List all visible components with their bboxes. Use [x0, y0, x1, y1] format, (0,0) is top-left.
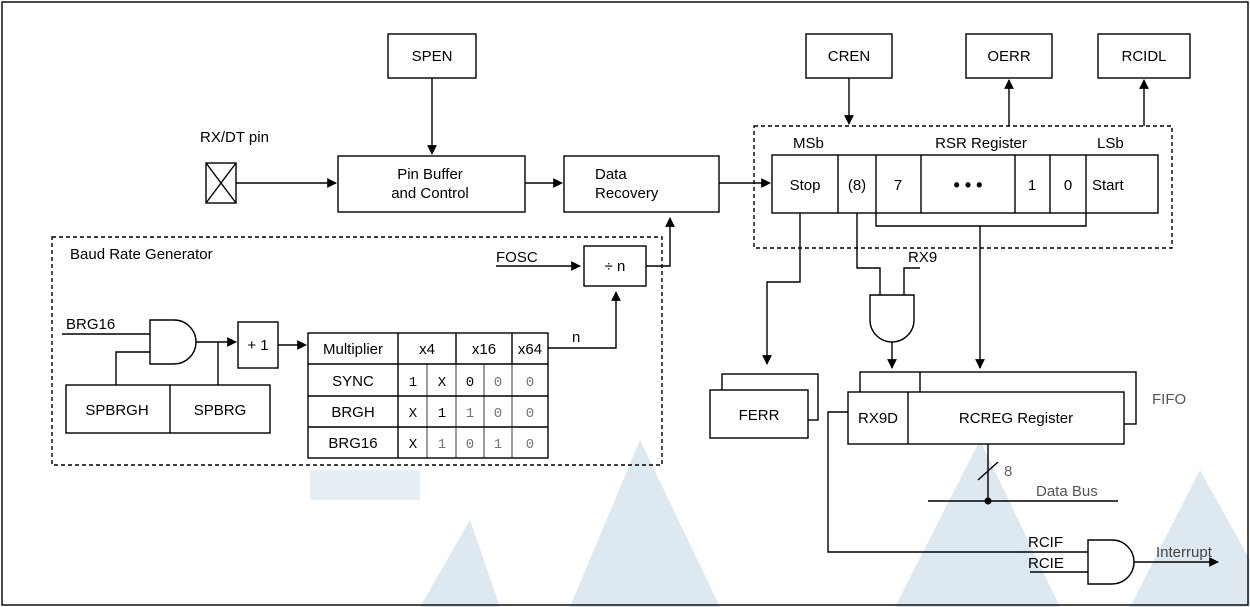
table-row-name-sync: SYNC: [332, 373, 374, 390]
rcreg-register: [847, 391, 1125, 445]
rsr-cell-start: Start: [1092, 177, 1125, 194]
table-cell: 1: [409, 375, 417, 391]
baud-rate-generator-title: Baud Rate Generator: [70, 246, 213, 263]
table-cell: X: [409, 437, 418, 453]
stop-to-ferr-arrow: [762, 213, 801, 365]
rsr-cell-ellipsis: • • •: [954, 175, 983, 195]
ferr-label: FERR: [739, 407, 780, 424]
spbrg-register: [65, 384, 271, 434]
rcif-line: [827, 411, 1088, 553]
table-cell: 1: [494, 437, 502, 453]
table-row-name-brg16: BRG16: [328, 435, 377, 452]
oerr-box: [965, 33, 1053, 79]
divider-box: [583, 245, 647, 287]
table-cell: 1: [438, 437, 446, 453]
rsr-cell-0: 0: [1064, 177, 1072, 194]
pin-buffer-line1: Pin Buffer: [397, 166, 463, 183]
table-row-name-brgh: BRGH: [331, 404, 374, 421]
rsr-lsb-label: LSb: [1097, 135, 1124, 152]
table-header-x64: x64: [518, 341, 542, 358]
rsr-register: [771, 154, 1159, 214]
rx9-label: RX9: [908, 249, 937, 266]
divider-label: ÷ n: [605, 258, 626, 275]
data-recovery-box: [563, 155, 720, 213]
rsr-cell-8: (8): [848, 177, 866, 194]
ferr-box: [709, 389, 809, 439]
fifo-label: FIFO: [1152, 391, 1186, 408]
n-label: n: [572, 329, 580, 346]
table-header-multiplier: Multiplier: [323, 341, 383, 358]
multiplier-table: Multiplier x4 x16 x64 SYNC 1 X 0 0 0 BRG…: [307, 332, 549, 459]
pin-buffer-line2: and Control: [391, 185, 469, 202]
rcidl-box: [1097, 33, 1191, 79]
rsr-cell-stop: Stop: [790, 177, 821, 194]
bus-width-label: 8: [1004, 463, 1012, 480]
table-cell: X: [409, 406, 418, 422]
table-cell: 0: [494, 406, 502, 422]
table-cell: 1: [466, 406, 474, 422]
rsr-msb-label: MSb: [793, 135, 824, 152]
divider-to-recovery-arrow: [646, 217, 675, 267]
table-cell: 0: [526, 406, 534, 422]
rcie-label: RCIE: [1028, 555, 1064, 572]
table-cell: 0: [466, 437, 474, 453]
rx9d-label: RX9D: [858, 410, 898, 427]
baud-rate-generator-boundary: [51, 236, 663, 466]
bus-width-slash: [977, 461, 999, 481]
rcreg-label: RCREG Register: [959, 410, 1073, 427]
rcidl-label: RCIDL: [1121, 48, 1166, 65]
oerr-label: OERR: [987, 48, 1031, 65]
plus-one-label: + 1: [247, 337, 268, 354]
interrupt-and-gate: [1087, 539, 1135, 585]
table-cell: 0: [526, 375, 534, 391]
pin-buffer-box: [337, 155, 526, 213]
table-cell: 0: [466, 375, 474, 391]
rx-dt-pin-label: RX/DT pin: [200, 129, 269, 146]
data-recovery-line2: Recovery: [595, 185, 659, 202]
interrupt-label: Interrupt: [1156, 544, 1213, 561]
watermark-logo: [310, 440, 1250, 607]
table-cell: 0: [494, 375, 502, 391]
brg16-input-label: BRG16: [66, 316, 115, 333]
data-recovery-line1: Data: [595, 166, 627, 183]
rcif-label: RCIF: [1028, 534, 1063, 551]
brg16-and-gate: [149, 319, 197, 365]
spbrg-label: SPBRG: [194, 402, 247, 419]
rx9-and-gate: [869, 294, 915, 343]
data-bus-label: Data Bus: [1036, 483, 1098, 500]
table-cell: 0: [526, 437, 534, 453]
rsr-title: RSR Register: [935, 135, 1027, 152]
table-header-x16: x16: [472, 341, 496, 358]
table-header-x4: x4: [419, 341, 435, 358]
fosc-label: FOSC: [496, 249, 538, 266]
rsr-cell-1: 1: [1028, 177, 1036, 194]
rsr-cell-7: 7: [894, 177, 902, 194]
table-cell: 1: [438, 406, 446, 422]
n-to-divider-arrow: [548, 291, 621, 349]
rsr-dashed-boundary: [753, 125, 1173, 249]
spbrgh-label: SPBRGH: [85, 402, 148, 419]
plus-one-box: [237, 321, 279, 369]
cren-label: CREN: [828, 48, 871, 65]
spen-label: SPEN: [412, 48, 453, 65]
table-cell: X: [438, 375, 447, 391]
